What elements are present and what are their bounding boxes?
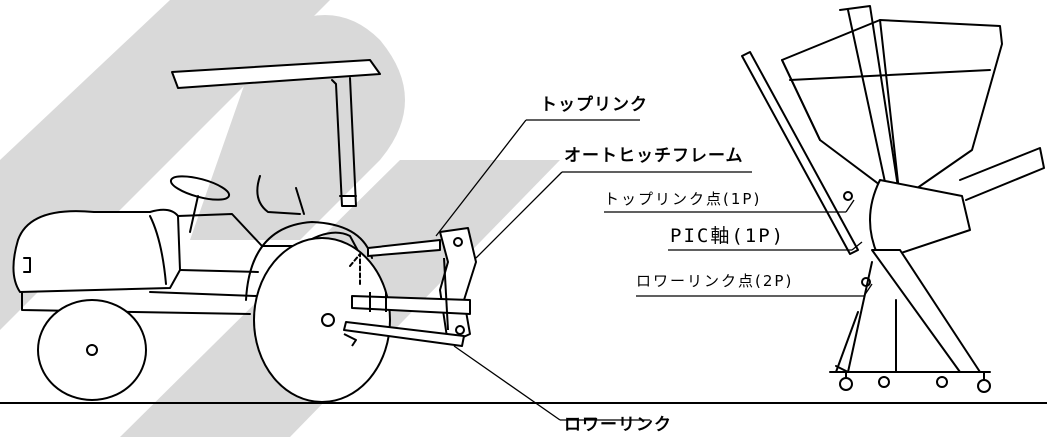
label-lower-link-point: ロワーリンク点(2P) bbox=[636, 272, 794, 290]
three-point-hitch bbox=[343, 227, 477, 347]
leader-lines bbox=[435, 119, 873, 421]
tractor bbox=[12, 59, 391, 403]
label-lower-link: ロワーリンク bbox=[564, 415, 672, 435]
leader-top-link bbox=[435, 119, 527, 237]
leader-auto-hitch bbox=[475, 171, 563, 259]
label-top-link: トップリンク bbox=[540, 95, 648, 115]
label-top-link-point: トップリンク点(1P) bbox=[604, 190, 762, 208]
spreader-stand bbox=[741, 5, 1045, 393]
label-pic-shaft: PIC軸(1P) bbox=[670, 225, 786, 247]
label-auto-hitch-frame: オートヒッチフレーム bbox=[564, 146, 744, 166]
leader-lower-link bbox=[453, 345, 561, 421]
